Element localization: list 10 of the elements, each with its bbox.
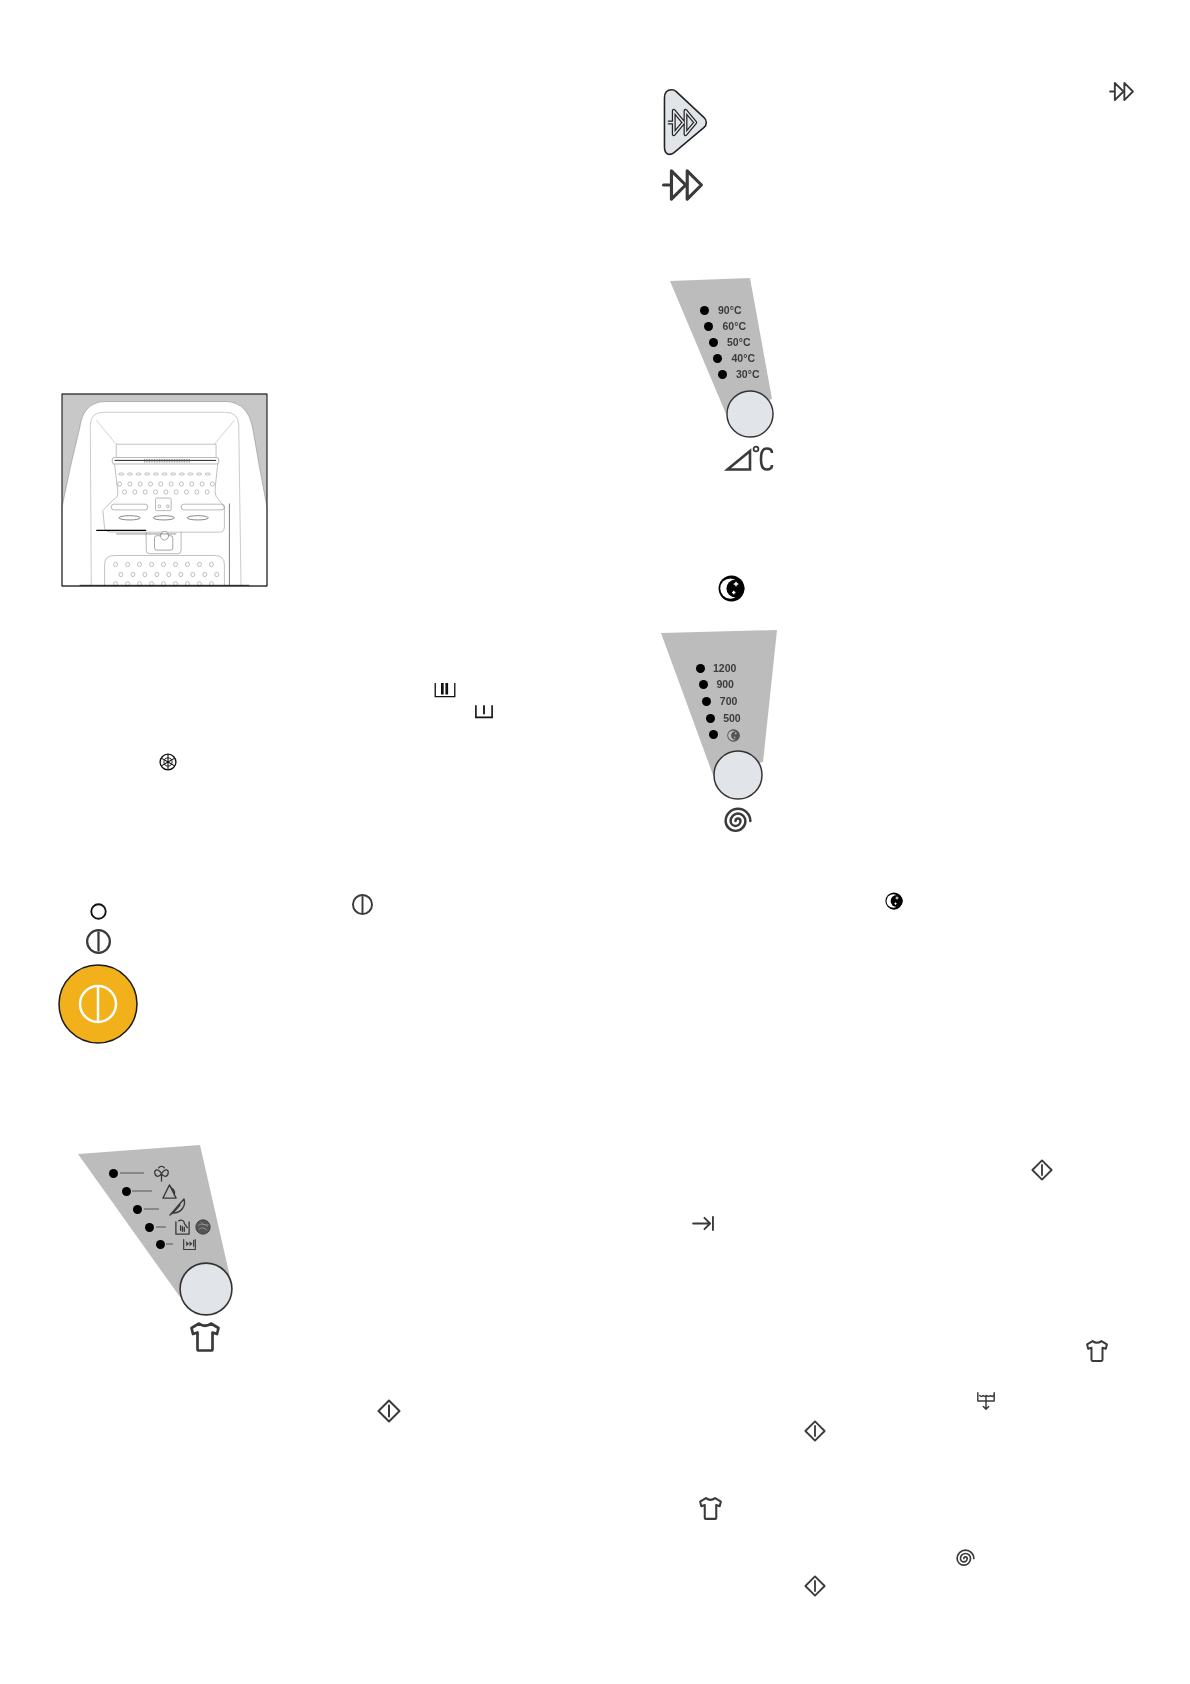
selector-panel <box>661 630 777 775</box>
option-label: 30°C <box>736 367 760 381</box>
option-label: 700 <box>719 694 738 708</box>
option-label: 60°C <box>722 319 746 333</box>
option-label: 40°C <box>731 351 755 365</box>
option-label: 500 <box>723 711 741 725</box>
option-label: 90°C <box>718 303 742 317</box>
option-label: 50°C <box>727 335 751 349</box>
option-label: 1200 <box>713 661 737 675</box>
option-label: 900 <box>716 678 734 692</box>
